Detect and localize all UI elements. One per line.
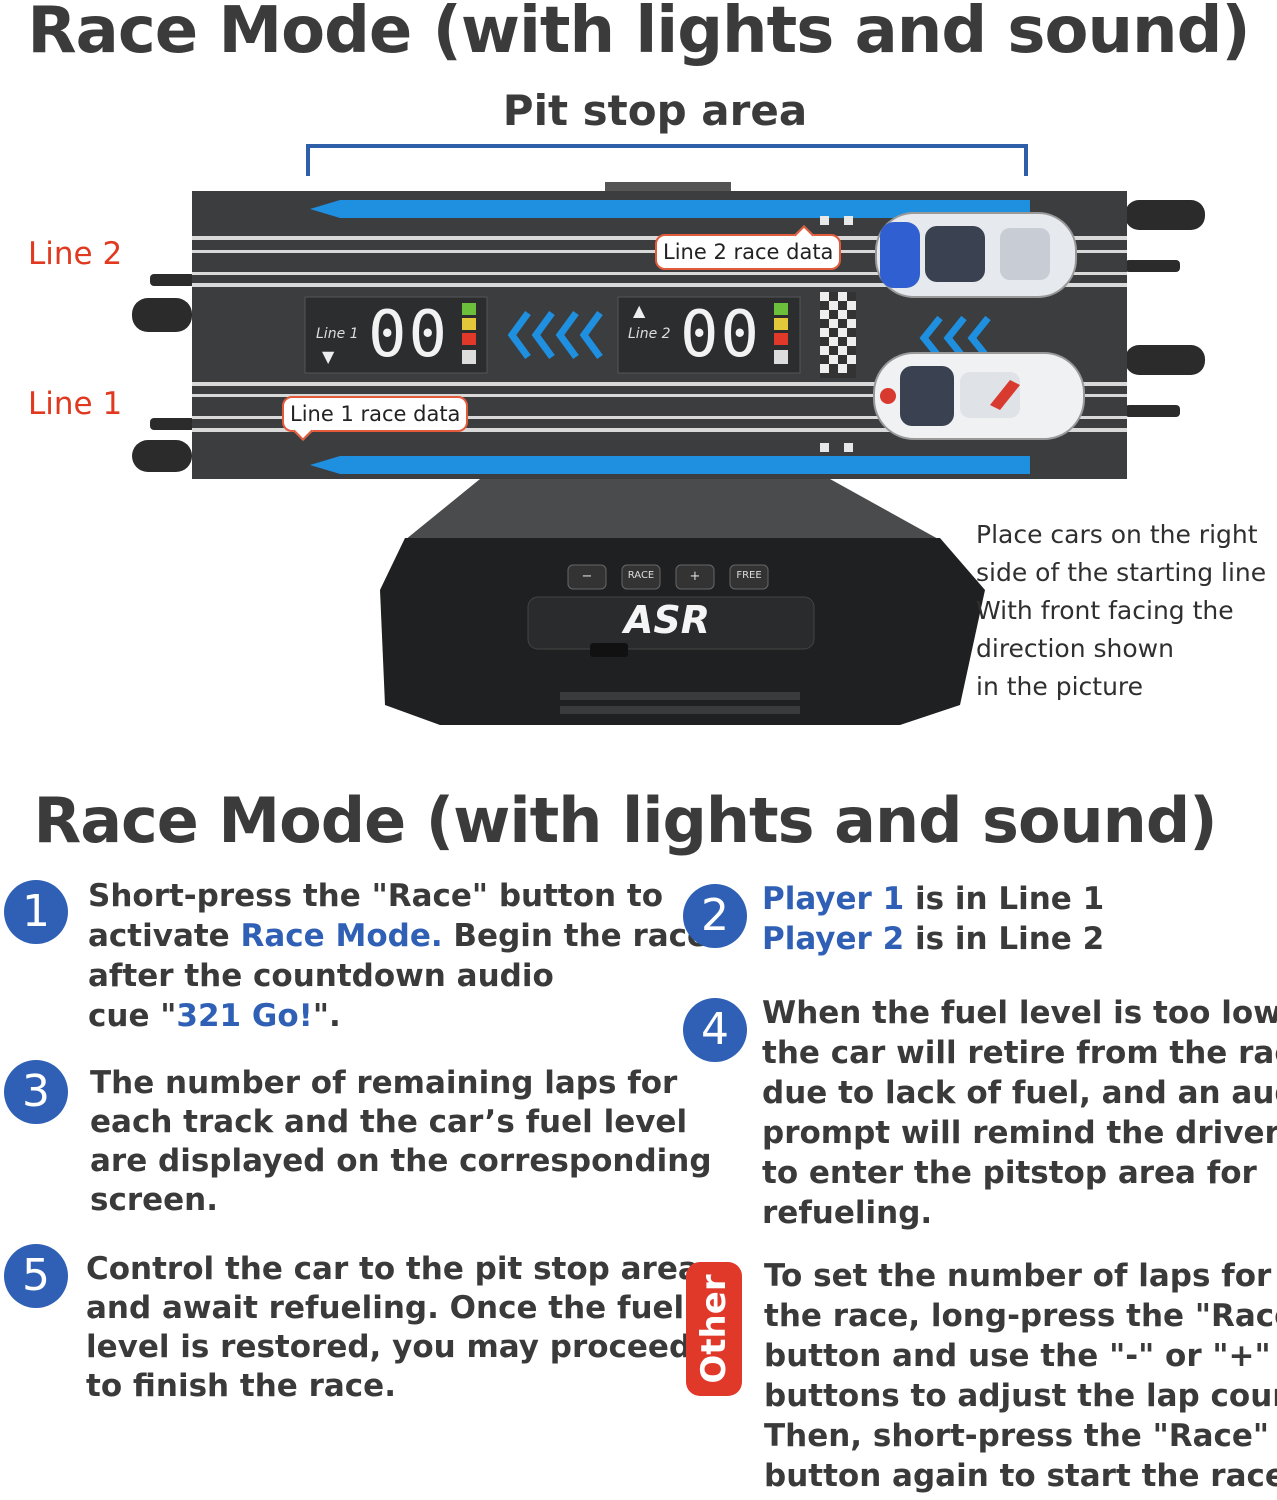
other-line: Then, short-press the "Race" xyxy=(764,1418,1270,1454)
placement-note-line: in the picture xyxy=(976,672,1144,701)
step-2-line: Player 1 is in Line 1 xyxy=(762,879,1104,919)
placement-note-line: With front facing the xyxy=(976,596,1234,625)
step-5-line: level is restored, you may proceed xyxy=(86,1329,692,1365)
pit-stop-bracket xyxy=(306,144,1028,176)
step-2-text: Player 1 is in Line 1 Player 2 is in Lin… xyxy=(762,879,1104,959)
step-4-line: the car will retire from the race xyxy=(762,1035,1277,1071)
step-3-line: The number of remaining laps for xyxy=(90,1065,678,1101)
page-title: Race Mode (with lights and sound) xyxy=(27,0,1250,68)
placement-note-line: side of the starting line xyxy=(976,558,1267,587)
step-5-line: and await refueling. Once the fuel xyxy=(86,1290,685,1326)
up-arrow-icon: ▲ xyxy=(633,301,646,320)
line-2-label: Line 2 xyxy=(28,236,123,272)
step-3-line: each track and the car’s fuel level xyxy=(90,1104,688,1140)
countdown-highlight: 321 Go! xyxy=(176,998,313,1034)
free-button: FREE xyxy=(736,570,762,581)
step-1-line: cue "321 Go!". xyxy=(88,996,708,1036)
line1-display xyxy=(304,296,488,374)
step-1-text-fragment: ". xyxy=(312,998,341,1034)
other-text: To set the number of laps for the race, … xyxy=(764,1256,1277,1496)
step-1-line: Short-press the "Race" button to xyxy=(88,878,664,914)
step-1-text-fragment: cue " xyxy=(88,998,177,1034)
display-line2-tag: Line 2 xyxy=(628,326,671,342)
step-2-number: 2 xyxy=(683,884,747,948)
other-line: buttons to adjust the lap count. xyxy=(764,1378,1277,1414)
placement-note-line: direction shown xyxy=(976,634,1174,663)
step-2-line: Player 2 is in Line 2 xyxy=(762,919,1104,959)
pit-stop-label: Pit stop area xyxy=(502,86,808,135)
step-4-line: prompt will remind the driver xyxy=(762,1115,1277,1151)
direction-chevrons-2 xyxy=(919,315,991,361)
other-line: the race, long-press the "Race" xyxy=(764,1298,1277,1334)
other-line: button again to start the race. xyxy=(764,1458,1277,1494)
left-connectors xyxy=(132,274,195,472)
direction-chevrons-1 xyxy=(507,310,603,360)
step-3-line: are displayed on the corresponding xyxy=(90,1143,712,1179)
step-1-line: after the countdown audio xyxy=(88,958,554,994)
step-1-text-fragment: Begin the race xyxy=(442,918,709,954)
display-line1-digits: 00 xyxy=(368,298,450,372)
step-3-number: 3 xyxy=(4,1060,68,1124)
placement-note: Place cars on the right side of the star… xyxy=(976,516,1276,706)
step-1-text: Short-press the "Race" button to activat… xyxy=(88,876,708,1036)
step-4-number: 4 xyxy=(683,998,747,1062)
step-5-number: 5 xyxy=(4,1244,68,1308)
step-5-line: Control the car to the pit stop area xyxy=(86,1251,699,1287)
minus-button: − xyxy=(581,569,593,584)
step-5-line: to finish the race. xyxy=(86,1368,396,1404)
step-5-text: Control the car to the pit stop area and… xyxy=(86,1250,699,1406)
step-1-line: activate Race Mode. Begin the race xyxy=(88,916,708,956)
line-1-label: Line 1 xyxy=(28,386,123,422)
step-4-line: due to lack of fuel, and an audio xyxy=(762,1075,1277,1111)
car-line-1 xyxy=(873,352,1085,440)
race-button: RACE xyxy=(627,570,655,581)
placement-note-line: Place cars on the right xyxy=(976,520,1258,549)
race-mode-highlight: Race Mode. xyxy=(240,918,443,954)
other-line: To set the number of laps for xyxy=(764,1258,1272,1294)
step-1-number: 1 xyxy=(4,880,68,944)
fuel-gauge-1 xyxy=(462,303,476,364)
display-line2-digits: 00 xyxy=(680,298,762,372)
player-1-highlight: Player 1 xyxy=(762,881,905,917)
other-badge: Other xyxy=(686,1262,742,1396)
other-line: button and use the "-" or "+" xyxy=(764,1338,1271,1374)
display-line1-tag: Line 1 xyxy=(316,326,359,342)
car-line-2 xyxy=(875,212,1077,298)
step-2-text-fragment: is in Line 2 xyxy=(904,921,1105,957)
step-3-line: screen. xyxy=(90,1182,219,1218)
step-4-line: When the fuel level is too low, xyxy=(762,995,1277,1031)
asr-logo: ASR xyxy=(623,598,711,642)
step-3-text: The number of remaining laps for each tr… xyxy=(90,1064,712,1220)
section-title: Race Mode (with lights and sound) xyxy=(33,784,1217,857)
fuel-gauge-2 xyxy=(774,303,788,364)
right-connectors xyxy=(1125,200,1205,417)
step-4-line: to enter the pitstop area for xyxy=(762,1155,1257,1191)
plus-button: + xyxy=(689,569,701,584)
line2-display xyxy=(617,296,801,374)
line-2-race-data-callout: Line 2 race data xyxy=(655,234,842,270)
step-1-text-fragment: activate xyxy=(88,918,241,954)
player-2-highlight: Player 2 xyxy=(762,921,905,957)
step-4-line: refueling. xyxy=(762,1195,933,1231)
other-badge-label: Other xyxy=(694,1274,734,1384)
line-1-race-data-callout: Line 1 race data xyxy=(282,396,469,432)
checkered-flag xyxy=(820,292,856,378)
step-4-text: When the fuel level is too low, the car … xyxy=(762,993,1277,1233)
down-arrow-icon: ▼ xyxy=(322,347,335,366)
step-2-text-fragment: is in Line 1 xyxy=(904,881,1105,917)
